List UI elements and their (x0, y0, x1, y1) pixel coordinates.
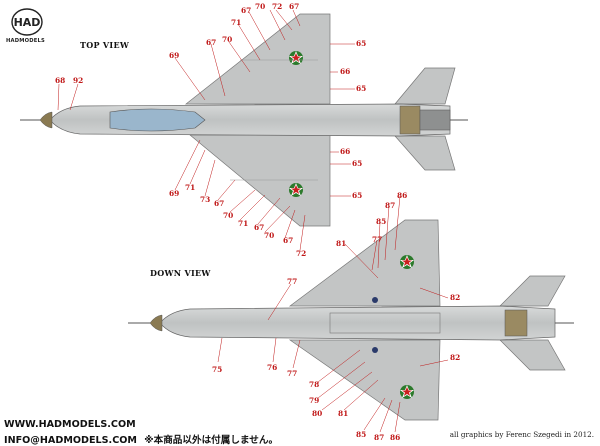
callout-70: 70 (255, 2, 265, 11)
callout-87: 87 (385, 201, 395, 210)
callout-75: 75 (212, 365, 222, 374)
top-stabilizer-lower (394, 135, 456, 171)
hadmodels-logo: HAD (10, 6, 44, 38)
callout-70: 70 (222, 35, 232, 44)
down-ventral-panel (329, 312, 441, 334)
callout-78: 78 (309, 380, 319, 389)
callout-68: 68 (55, 76, 65, 85)
down-nose-cone (149, 314, 163, 332)
top-view-title: TOP VIEW (80, 40, 130, 50)
callout-65: 65 (352, 191, 362, 200)
callout-66: 66 (340, 147, 350, 156)
callout-67: 67 (206, 38, 216, 47)
callout-82: 82 (450, 353, 460, 362)
logo-subtitle: HADMODELS (6, 38, 45, 44)
top-left-wing (184, 13, 331, 105)
footer-website[interactable]: WWW.HADMODELS.COM (4, 419, 136, 430)
callout-67: 67 (254, 223, 264, 232)
callout-80: 80 (312, 409, 322, 418)
callout-70: 70 (264, 231, 274, 240)
callout-67: 67 (283, 236, 293, 245)
callout-79: 79 (309, 396, 319, 405)
callout-76: 76 (267, 363, 277, 372)
callout-65: 65 (356, 84, 366, 93)
callout-69: 69 (169, 189, 179, 198)
down-wing-lower (288, 339, 441, 421)
callout-67: 67 (289, 2, 299, 11)
down-view-title: DOWN VIEW (150, 268, 211, 278)
callout-86: 86 (390, 433, 400, 442)
callout-66: 66 (340, 67, 350, 76)
callout-72: 72 (272, 2, 282, 11)
graphics-credit: all graphics by Ferenc Szegedi in 2012. (449, 430, 594, 439)
callout-85: 85 (356, 430, 366, 439)
callout-85: 85 (376, 217, 386, 226)
svg-text:HAD: HAD (14, 16, 41, 29)
callout-67: 67 (214, 199, 224, 208)
top-nose-cone (39, 111, 53, 129)
callout-69: 69 (169, 51, 179, 60)
callout-81: 81 (338, 409, 348, 418)
top-roundel-lower (289, 183, 303, 197)
footer-email: INFO@HADMODELS.COM ※本商品以外は付属しません。 (4, 432, 278, 446)
callout-73: 73 (200, 195, 210, 204)
footer-email-address[interactable]: INFO@HADMODELS.COM (4, 435, 137, 446)
callout-67: 67 (241, 6, 251, 15)
callout-70: 70 (223, 211, 233, 220)
callout-71: 71 (238, 219, 248, 228)
callout-87: 87 (374, 433, 384, 442)
down-tail-section (504, 309, 528, 337)
callout-77: 77 (287, 277, 297, 286)
callout-86: 86 (397, 191, 407, 200)
callout-81: 81 (336, 239, 346, 248)
callout-92: 92 (73, 76, 83, 85)
callout-71: 71 (185, 183, 195, 192)
top-roundel-upper (289, 51, 303, 65)
callout-65: 65 (352, 159, 362, 168)
callout-65: 65 (356, 39, 366, 48)
callout-71: 71 (231, 18, 241, 27)
top-stabilizer-upper (394, 67, 456, 105)
down-stabilizer-upper (499, 275, 566, 307)
down-roundel-lower (400, 385, 414, 399)
down-wing-upper (288, 219, 441, 307)
footer-notice: ※本商品以外は付属しません。 (144, 435, 279, 446)
down-roundel-upper (400, 255, 414, 269)
top-canopy (109, 108, 206, 132)
down-stabilizer-lower (499, 339, 566, 371)
callout-72: 72 (296, 249, 306, 258)
callout-82: 82 (450, 293, 460, 302)
callout-77: 77 (372, 235, 382, 244)
down-sensor-dot (372, 297, 378, 303)
callout-77: 77 (287, 369, 297, 378)
